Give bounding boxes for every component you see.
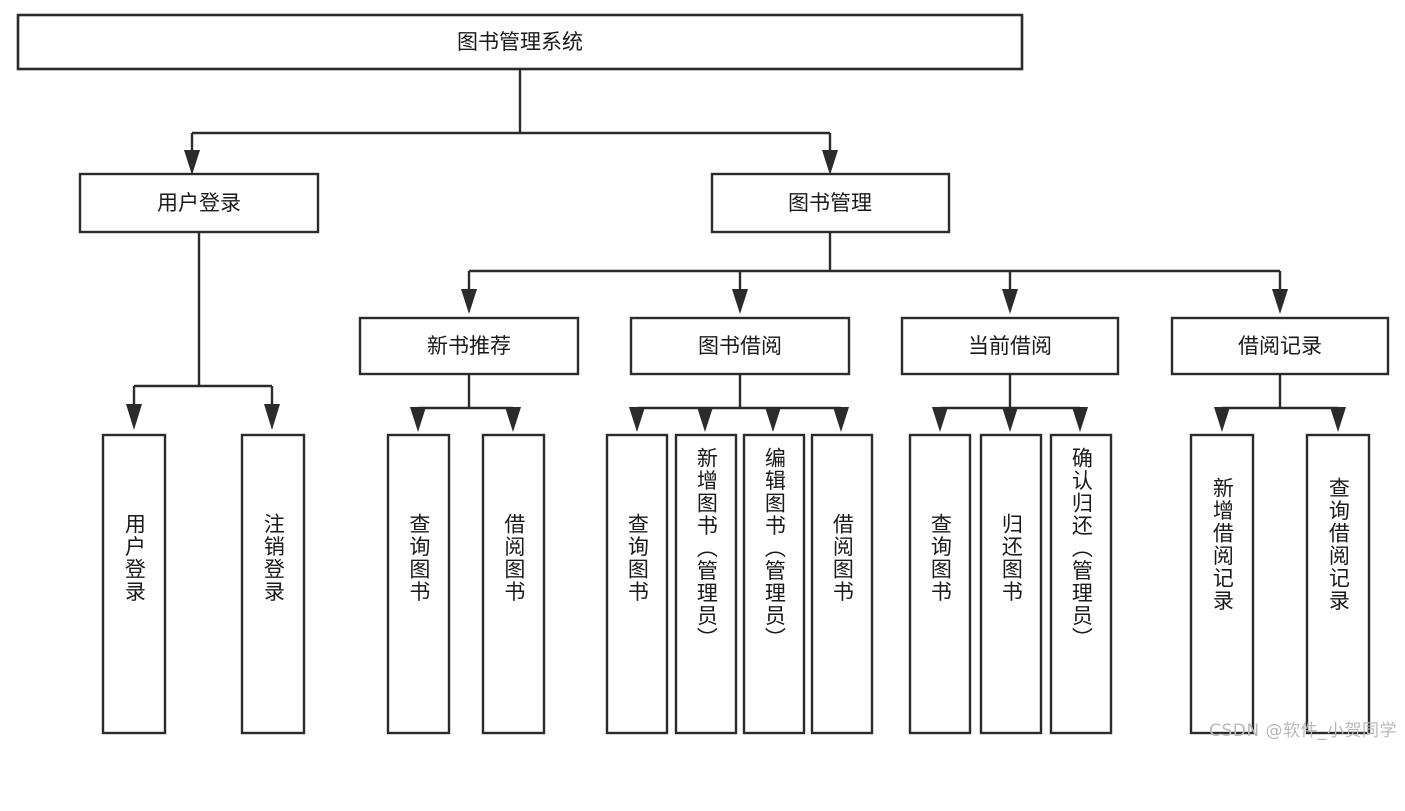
- node-leaf-user-login-rect[interactable]: [101, 433, 167, 735]
- arrow-head-leaf-query-book-borrow: [629, 407, 645, 432]
- arrow-head-user-login: [184, 150, 200, 175]
- connector-group-borrow-record: [1214, 374, 1346, 432]
- arrow-head-leaf-query-book-current: [932, 407, 948, 432]
- connector-group-root: [184, 69, 838, 175]
- node-leaf-add-borrow-record-rect[interactable]: [1189, 433, 1255, 735]
- node-current-borrow[interactable]: 当前借阅: [900, 316, 1120, 376]
- connector-group-book-management: [461, 232, 1288, 314]
- node-new-book-recommend-label: 新书推荐: [427, 334, 511, 358]
- arrow-head-borrow-record: [1272, 289, 1288, 314]
- arrow-head-current-borrow: [1002, 289, 1018, 314]
- connector-group-current-borrow: [932, 374, 1088, 432]
- node-borrow-record[interactable]: 借阅记录: [1170, 316, 1390, 376]
- arrow-head-new-book-recommend: [461, 289, 477, 314]
- connector-group-book-borrow: [629, 374, 849, 432]
- node-current-borrow-label: 当前借阅: [968, 334, 1052, 358]
- arrow-head-leaf-return-book: [1002, 407, 1018, 432]
- node-leaf-confirm-return-admin-rect[interactable]: [1049, 433, 1113, 735]
- arrow-head-leaf-confirm-return-admin: [1072, 407, 1088, 432]
- connector-group-user-login: [126, 232, 280, 430]
- arrow-head-leaf-query-borrow-record: [1330, 407, 1346, 432]
- arrow-head-leaf-add-book-admin: [697, 407, 713, 432]
- node-book-management-label: 图书管理: [788, 191, 872, 215]
- node-leaf-query-book-recommend-rect[interactable]: [386, 433, 451, 735]
- node-leaf-query-book-current-rect[interactable]: [908, 433, 972, 735]
- node-book-borrow-label: 图书借阅: [698, 334, 782, 358]
- arrow-head-book-borrow: [732, 289, 748, 314]
- node-leaf-return-book-rect[interactable]: [979, 433, 1043, 735]
- node-borrow-record-rect[interactable]: [1170, 316, 1390, 376]
- node-book-borrow[interactable]: 图书借阅: [629, 316, 851, 376]
- arrow-head-leaf-borrow-book: [833, 407, 849, 432]
- node-leaf-query-book-borrow-rect[interactable]: [605, 433, 669, 735]
- arrow-head-leaf-query-book-recommend: [410, 407, 426, 432]
- node-root[interactable]: 图书管理系统: [16, 13, 1024, 71]
- node-leaf-borrow-book-recommend-rect[interactable]: [481, 433, 546, 735]
- node-leaf-logout-rect[interactable]: [240, 433, 306, 735]
- arrow-head-leaf-borrow-book-recommend: [505, 407, 521, 432]
- node-leaf-edit-book-admin-rect[interactable]: [742, 433, 806, 735]
- node-leaf-query-borrow-record-rect[interactable]: [1305, 433, 1371, 735]
- connector-group-new-book-recommend: [410, 374, 521, 432]
- arrow-head-leaf-add-borrow-record: [1214, 407, 1230, 432]
- node-user-login-rect[interactable]: [78, 172, 320, 234]
- node-new-book-recommend-rect[interactable]: [358, 316, 580, 376]
- node-leaf-borrow-book-rect[interactable]: [810, 433, 874, 735]
- arrow-head-book-management: [822, 150, 838, 175]
- node-root-label: 图书管理系统: [457, 30, 583, 54]
- node-leaf-add-book-admin-rect[interactable]: [674, 433, 738, 735]
- node-current-borrow-rect[interactable]: [900, 316, 1120, 376]
- arrow-head-leaf-logout: [264, 404, 280, 430]
- hierarchy-diagram-canvas: 图书管理系统 用户登录 图书管理 新书推荐 图书借阅 当前借阅 借阅记录: [16, 13, 1390, 735]
- node-root-rect[interactable]: [16, 13, 1024, 71]
- node-book-management[interactable]: 图书管理: [710, 172, 951, 234]
- diagram-root: 图书管理系统 用户登录 图书管理 新书推荐 图书借阅 当前借阅 借阅记录: [16, 13, 1397, 741]
- node-new-book-recommend[interactable]: 新书推荐: [358, 316, 580, 376]
- arrow-head-leaf-edit-book-admin: [765, 407, 781, 432]
- node-borrow-record-label: 借阅记录: [1238, 334, 1322, 358]
- node-user-login-label: 用户登录: [157, 191, 241, 215]
- node-book-borrow-rect[interactable]: [629, 316, 851, 376]
- node-book-management-rect[interactable]: [710, 172, 951, 234]
- arrow-head-leaf-user-login: [126, 404, 142, 430]
- node-user-login[interactable]: 用户登录: [78, 172, 320, 234]
